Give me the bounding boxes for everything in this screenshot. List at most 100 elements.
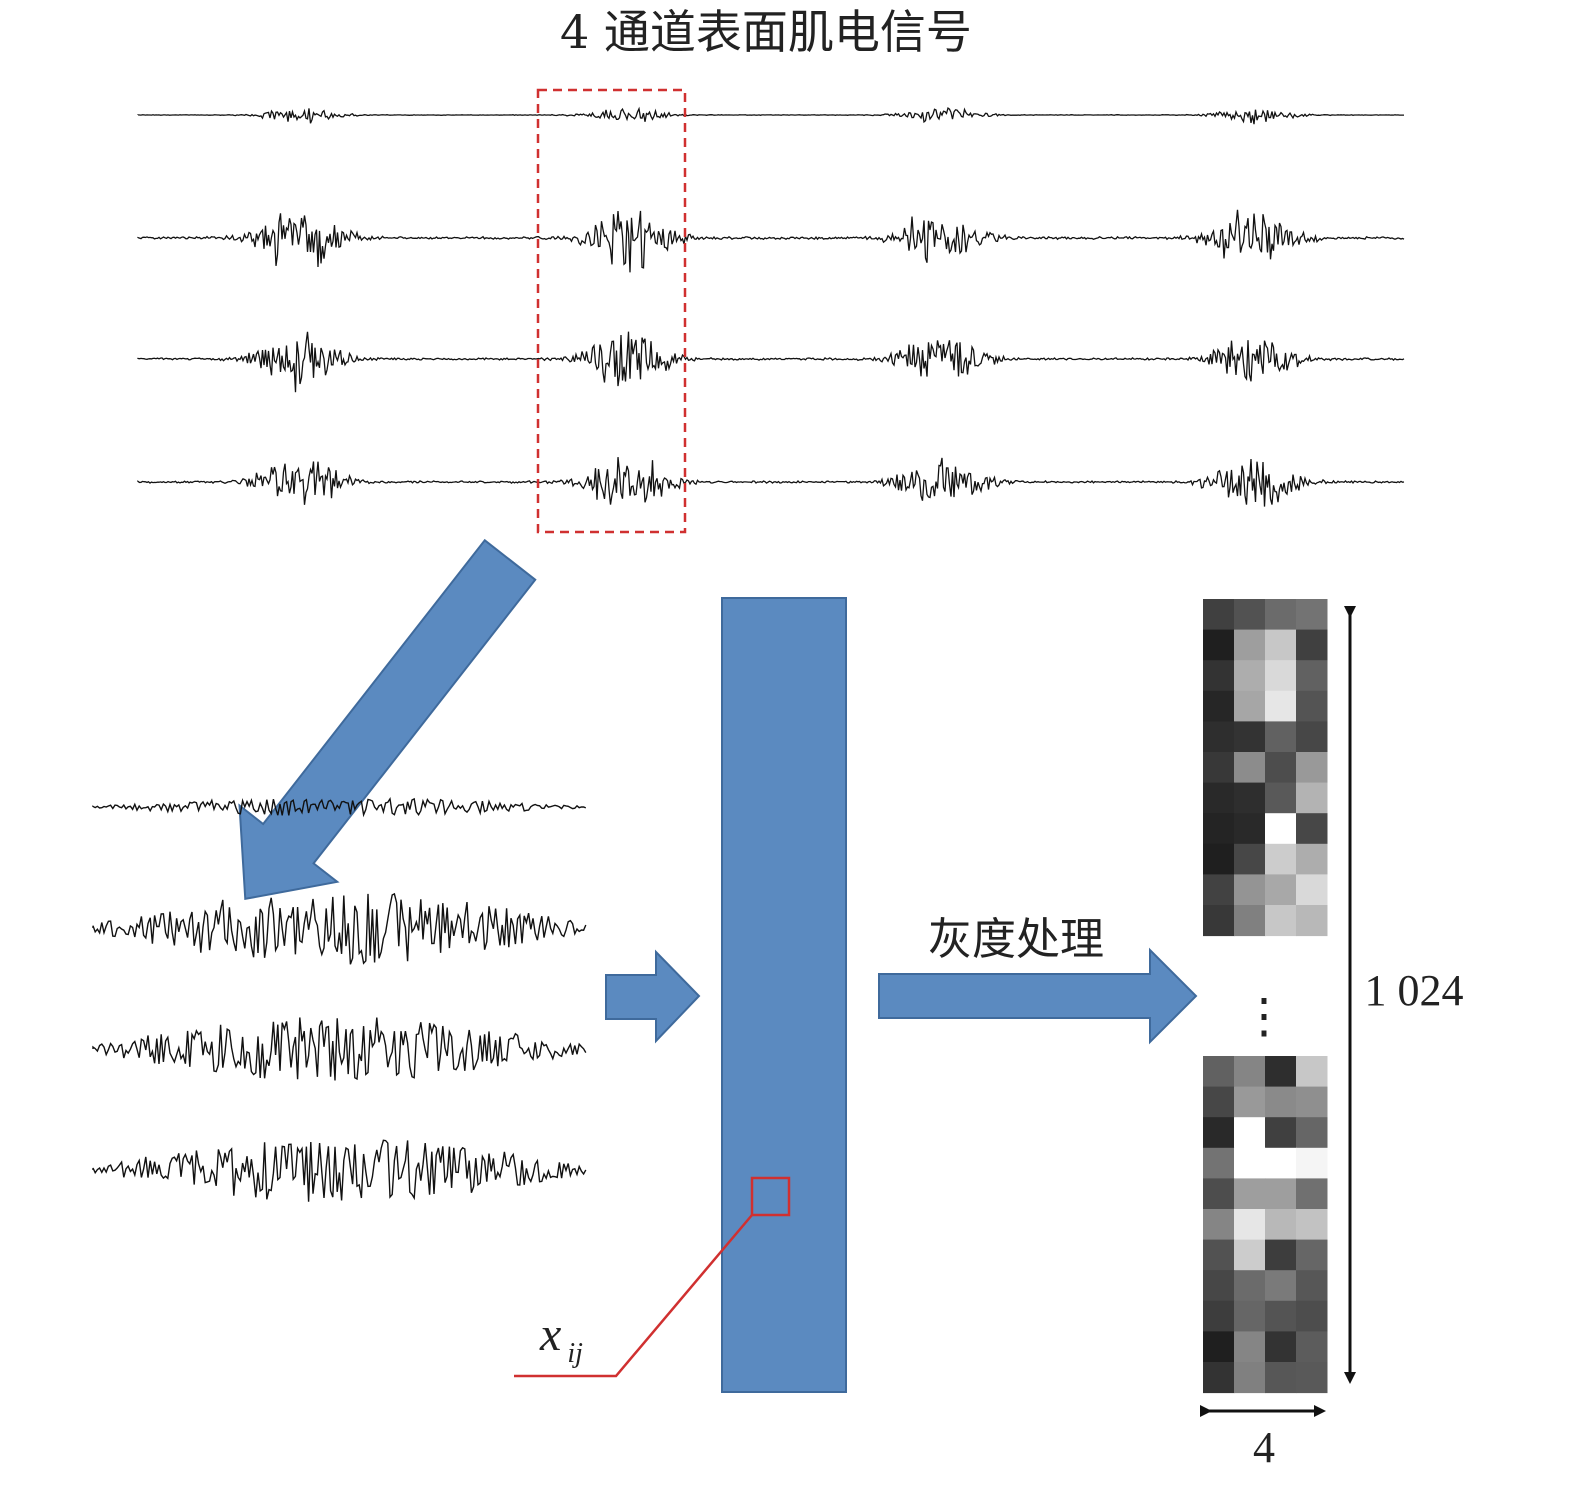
gray-pixel — [1265, 1362, 1297, 1394]
zoomed-channel-3 — [92, 1017, 587, 1081]
gray-pixel — [1203, 813, 1235, 845]
gray-pixel — [1203, 1147, 1235, 1179]
gray-pixel — [1203, 1209, 1235, 1241]
gray-pixel — [1203, 905, 1235, 937]
gray-pixel — [1234, 843, 1266, 875]
gray-pixel — [1203, 1300, 1235, 1332]
gray-pixel — [1265, 1117, 1297, 1149]
gray-pixel — [1234, 629, 1266, 661]
gray-pixel — [1234, 721, 1266, 753]
gray-pixel — [1296, 782, 1328, 814]
gray-pixel — [1265, 599, 1297, 631]
gray-pixel — [1296, 721, 1328, 753]
gray-pixel — [1234, 599, 1266, 631]
gray-pixel — [1203, 1239, 1235, 1271]
element-subscript: ij — [567, 1338, 583, 1369]
gray-pixel — [1296, 1239, 1328, 1271]
selection-window — [536, 88, 687, 534]
gray-pixel — [1203, 690, 1235, 722]
gray-pixel — [1234, 1086, 1266, 1118]
gray-pixel — [1296, 874, 1328, 906]
gray-pixel — [1265, 1178, 1297, 1210]
gray-pixel — [1203, 599, 1235, 631]
width-dimension-label: 4 — [1253, 1423, 1275, 1472]
gray-pixel — [1265, 629, 1297, 661]
process-arrow — [878, 947, 1198, 1045]
diagonal-arrow — [238, 538, 537, 901]
gray-pixel — [1234, 660, 1266, 692]
gray-pixel — [1203, 629, 1235, 661]
height-dimension-label: 1 024 — [1365, 966, 1464, 1015]
gray-pixel — [1203, 1117, 1235, 1149]
gray-pixel — [1296, 660, 1328, 692]
gray-pixel — [1234, 1209, 1266, 1241]
raw-channel-3 — [137, 331, 1405, 393]
gray-pixel — [1234, 813, 1266, 845]
gray-pixel — [1265, 1239, 1297, 1271]
gray-pixel — [1296, 752, 1328, 784]
zoomed-channel-4 — [92, 1139, 587, 1202]
gray-pixel — [1234, 1117, 1266, 1149]
gray-pixel — [1203, 874, 1235, 906]
matrix-element-marker — [750, 1176, 791, 1217]
gray-pixel — [1203, 752, 1235, 784]
gray-pixel — [1203, 1086, 1235, 1118]
gray-pixel — [1203, 1362, 1235, 1394]
grayscale-block-bottom — [1203, 1056, 1328, 1394]
gray-pixel — [1234, 874, 1266, 906]
gray-pixel — [1265, 690, 1297, 722]
gray-pixel — [1296, 1209, 1328, 1241]
gray-pixel — [1234, 1300, 1266, 1332]
gray-pixel — [1296, 1331, 1328, 1363]
gray-pixel — [1296, 1362, 1328, 1394]
gray-pixel — [1265, 905, 1297, 937]
figure-title: 4 通道表面肌电信号 — [560, 5, 972, 59]
gray-pixel — [1296, 1056, 1328, 1088]
gray-pixel — [1234, 1178, 1266, 1210]
zoomed-emg-channels — [92, 796, 587, 1202]
gray-pixel — [1234, 1362, 1266, 1394]
gray-pixel — [1265, 874, 1297, 906]
gray-pixel — [1265, 1300, 1297, 1332]
raw-channel-1 — [137, 106, 1404, 125]
gray-pixel — [1203, 782, 1235, 814]
gray-pixel — [1296, 1117, 1328, 1149]
gray-pixel — [1265, 782, 1297, 814]
gray-pixel — [1234, 690, 1266, 722]
gray-pixel — [1265, 1147, 1297, 1179]
gray-pixel — [1265, 1056, 1297, 1088]
grayscale-block-top — [1203, 599, 1328, 937]
ellipsis: ⋮ — [1240, 988, 1288, 1044]
element-symbol: x — [539, 1308, 561, 1361]
gray-pixel — [1296, 813, 1328, 845]
raw-emg-channels — [137, 106, 1405, 507]
gray-pixel — [1203, 1270, 1235, 1302]
zoomed-channel-1 — [92, 796, 587, 818]
gray-pixel — [1203, 843, 1235, 875]
gray-pixel — [1234, 1147, 1266, 1179]
gray-pixel — [1265, 721, 1297, 753]
gray-pixel — [1296, 1086, 1328, 1118]
gray-pixel — [1234, 752, 1266, 784]
gray-pixel — [1296, 1178, 1328, 1210]
gray-pixel — [1265, 660, 1297, 692]
zoomed-channel-2 — [92, 892, 587, 965]
raw-channel-4 — [137, 457, 1405, 507]
gray-pixel — [1234, 905, 1266, 937]
gray-pixel — [1265, 1331, 1297, 1363]
gray-pixel — [1234, 782, 1266, 814]
gray-pixel — [1265, 843, 1297, 875]
gray-pixel — [1265, 1086, 1297, 1118]
gray-pixel — [1234, 1239, 1266, 1271]
gray-pixel — [1203, 660, 1235, 692]
data-matrix-column — [721, 597, 847, 1393]
raw-channel-2 — [137, 209, 1405, 273]
gray-pixel — [1234, 1056, 1266, 1088]
gray-pixel — [1265, 1209, 1297, 1241]
gray-pixel — [1296, 905, 1328, 937]
gray-pixel — [1296, 1147, 1328, 1179]
process-label: 灰度处理 — [928, 915, 1104, 964]
gray-pixel — [1203, 721, 1235, 753]
gray-pixel — [1296, 1300, 1328, 1332]
